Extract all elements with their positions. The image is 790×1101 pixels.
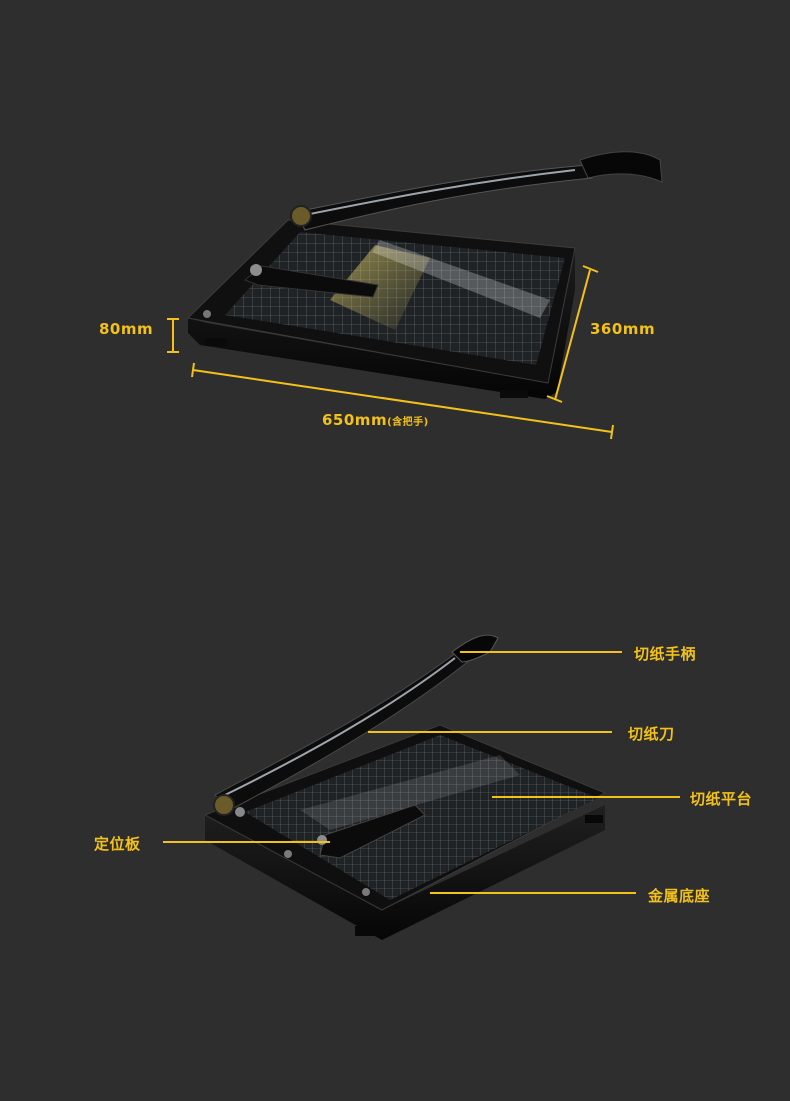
blade-arm xyxy=(213,634,499,817)
handle-label: 切纸手柄 xyxy=(634,645,697,663)
depth-dimension-label: 360mm xyxy=(590,320,656,338)
cutter-photo-parts xyxy=(163,634,680,940)
guide-plate xyxy=(203,264,379,318)
guide-label: 定位板 xyxy=(94,835,141,853)
cutting-platform xyxy=(245,735,598,900)
cutter-photo-dimensions xyxy=(167,151,663,440)
callout-lines xyxy=(163,651,680,894)
height-dimension-label: 80mm xyxy=(99,320,154,338)
length-value: 650mm xyxy=(322,411,388,429)
platform-label: 切纸平台 xyxy=(690,790,753,808)
dimension-lines xyxy=(167,265,614,440)
cutting-board xyxy=(225,232,565,365)
base-label: 金属底座 xyxy=(648,887,711,905)
length-dimension-label: 650mm(含把手) xyxy=(322,411,429,429)
cutter-arm xyxy=(290,151,663,231)
length-note: (含把手) xyxy=(387,417,429,428)
blade-label: 切纸刀 xyxy=(628,725,675,743)
